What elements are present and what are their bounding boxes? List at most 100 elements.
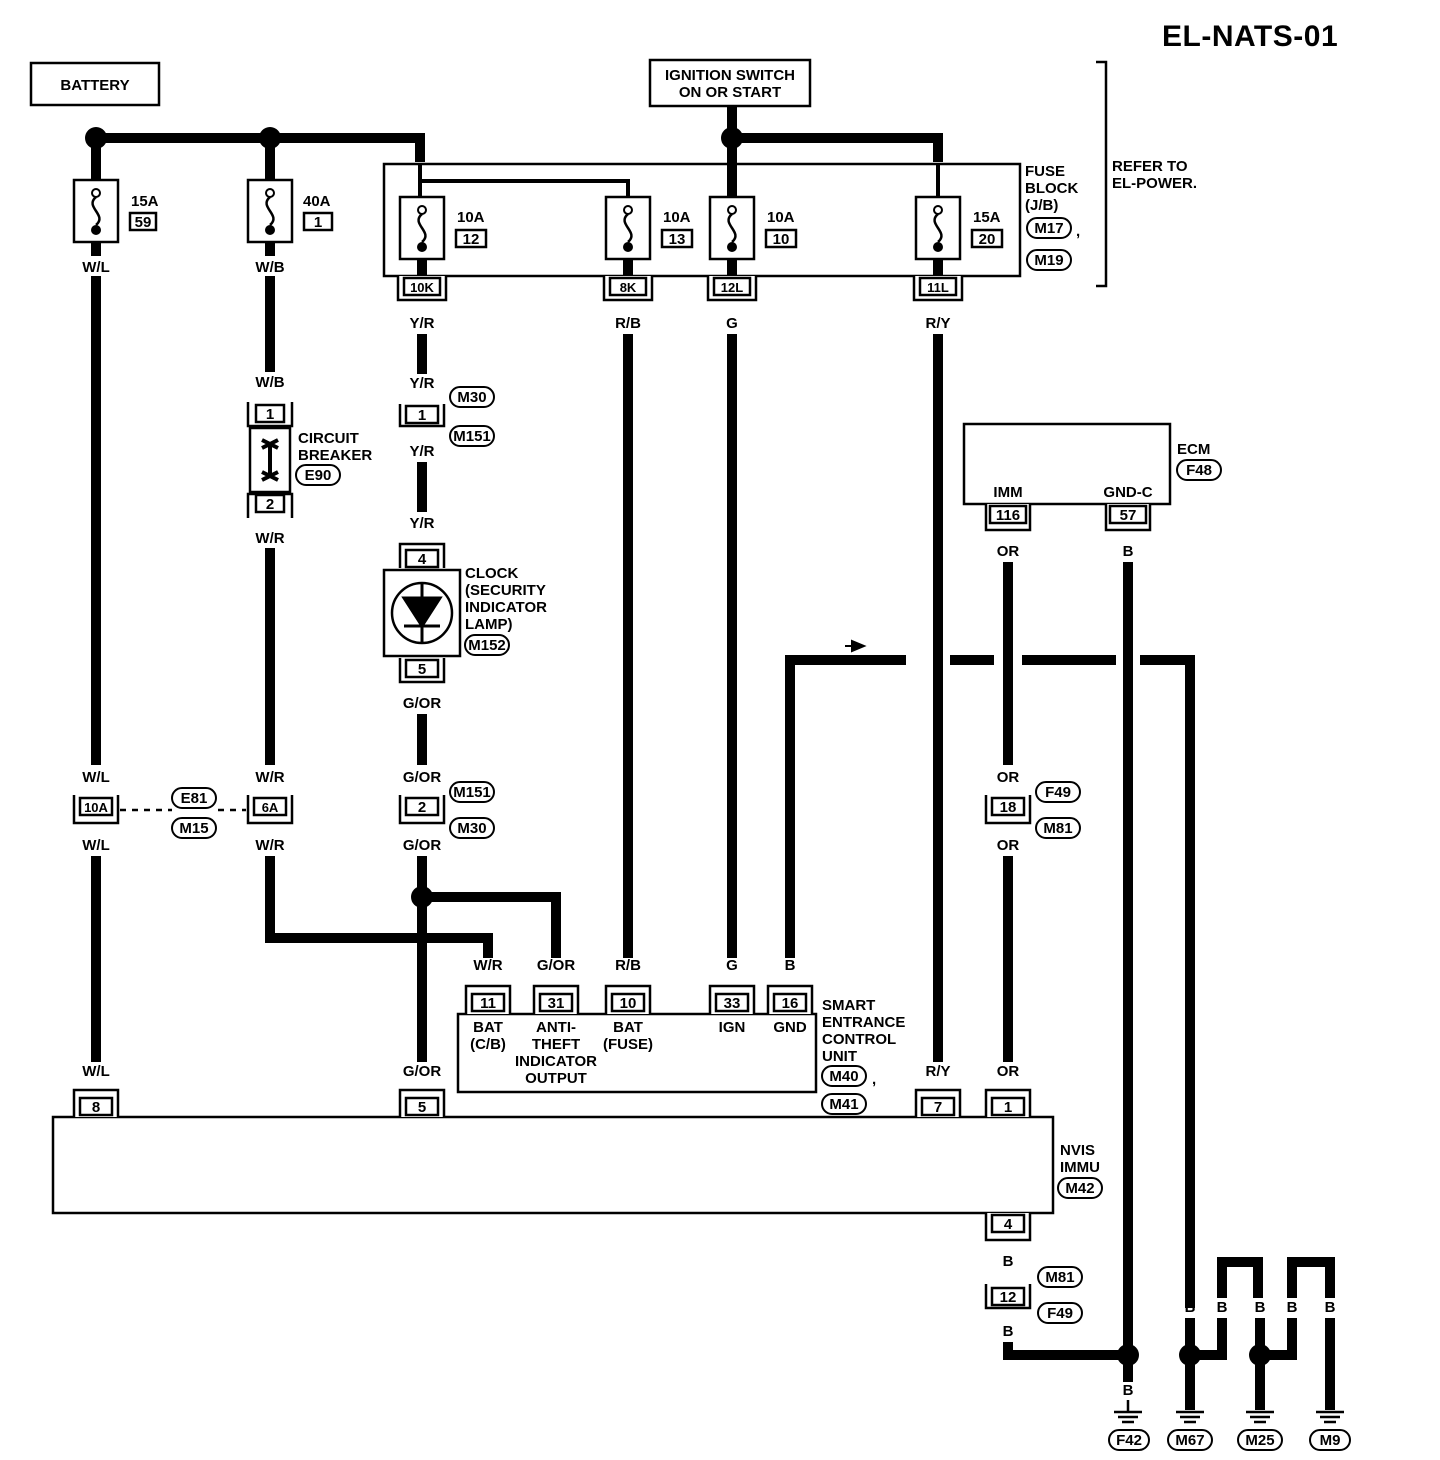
svg-text:6A: 6A xyxy=(262,800,279,815)
fuse-block-label-1: FUSE xyxy=(1025,163,1065,180)
svg-text:SMART: SMART xyxy=(822,997,875,1014)
wire-battery-bus xyxy=(96,133,425,162)
svg-text:E90: E90 xyxy=(305,467,332,484)
svg-text:4: 4 xyxy=(418,551,427,568)
clock-security-lamp: 4 5 CLOCK (SECURITY INDICATOR LAMP) M152 xyxy=(382,542,547,684)
refer-label-2: EL-POWER. xyxy=(1112,175,1197,192)
wire-b-nvis-label-2: B xyxy=(1003,1323,1014,1340)
svg-text:31: 31 xyxy=(548,995,565,1012)
wire-gor-branch xyxy=(422,892,561,958)
wire-b-m25-label-1: B xyxy=(1255,1299,1266,1316)
svg-text:NVIS: NVIS xyxy=(1060,1142,1095,1159)
refer-label-1: REFER TO xyxy=(1112,158,1188,175)
wire-rb-label-1: R/B xyxy=(615,315,641,332)
ground-symbol-m9: M9 xyxy=(1309,1410,1351,1451)
wire-or-label-1: OR xyxy=(997,543,1020,560)
fb-pin-8k: 8K xyxy=(602,276,654,302)
ground-symbol-m25: M25 xyxy=(1237,1410,1283,1451)
fuse-block-conn-m19-oval xyxy=(1026,249,1072,271)
svg-text:59: 59 xyxy=(135,214,152,231)
svg-text:M25: M25 xyxy=(1245,1432,1274,1449)
fuse-1: 40A 1 xyxy=(246,178,334,244)
svg-text:M81: M81 xyxy=(1045,1269,1074,1286)
wire-gor-label-1: G/OR xyxy=(403,695,442,712)
svg-text:M152: M152 xyxy=(468,637,506,654)
wire-wr-lower xyxy=(265,856,493,958)
fb-pin-12l: 12L xyxy=(706,276,758,302)
svg-text:M151: M151 xyxy=(453,428,491,445)
wire-b-secu-label: B xyxy=(785,957,796,974)
svg-text:10: 10 xyxy=(773,231,790,248)
svg-text:12: 12 xyxy=(463,231,480,248)
svg-text:13: 13 xyxy=(669,231,686,248)
svg-text:40A: 40A xyxy=(303,193,331,210)
svg-text:10A: 10A xyxy=(663,209,691,226)
wire-b-m67-label-2: B xyxy=(1217,1299,1228,1316)
svg-text:10K: 10K xyxy=(410,280,434,295)
wire-gor-label-3: G/OR xyxy=(403,837,442,854)
svg-text:ECM: ECM xyxy=(1177,441,1210,458)
wire-yr-label-3: Y/R xyxy=(409,443,434,460)
svg-text:F42: F42 xyxy=(1116,1432,1142,1449)
ground-symbol-f42: F42 xyxy=(1108,1400,1150,1451)
svg-text:18: 18 xyxy=(1000,799,1017,816)
svg-text:20: 20 xyxy=(979,231,996,248)
wire-wl-label-4: W/L xyxy=(82,1063,110,1080)
joint-12: 12 M81 F49 xyxy=(984,1266,1083,1324)
svg-text:M30: M30 xyxy=(457,389,486,406)
svg-text:33: 33 xyxy=(724,995,741,1012)
wire-gor-label-5: G/OR xyxy=(403,1063,442,1080)
fuse-10: 10A 10 xyxy=(708,195,798,261)
ignition-label-line1: IGNITION SWITCH xyxy=(665,67,795,84)
wire-or-label-4: OR xyxy=(997,1063,1020,1080)
svg-text:BREAKER: BREAKER xyxy=(298,447,372,464)
svg-text:CONTROL: CONTROL xyxy=(822,1031,896,1048)
conn-e81: E81 xyxy=(181,790,208,807)
svg-text:12: 12 xyxy=(1000,1289,1017,1306)
svg-text:ANTI-: ANTI- xyxy=(536,1019,576,1036)
wire-b-nvis-label-1: B xyxy=(1003,1253,1014,1270)
svg-text:(FUSE): (FUSE) xyxy=(603,1036,653,1053)
svg-text:THEFT: THEFT xyxy=(532,1036,580,1053)
svg-text:2: 2 xyxy=(266,496,274,513)
wire-wr-label-1: W/R xyxy=(255,530,284,547)
svg-text:M81: M81 xyxy=(1043,820,1072,837)
wire-ignition-bus xyxy=(732,133,943,162)
svg-text:OUTPUT: OUTPUT xyxy=(525,1070,587,1087)
wire-yr-label-4: Y/R xyxy=(409,515,434,532)
svg-text:GND: GND xyxy=(773,1019,807,1036)
svg-text:1: 1 xyxy=(266,406,274,423)
joint-10a: 10A xyxy=(72,795,120,825)
wire-b-ground-f42-label: B xyxy=(1123,1382,1134,1399)
svg-text:7: 7 xyxy=(934,1099,942,1116)
svg-text:GND-C: GND-C xyxy=(1103,484,1152,501)
svg-text:IMMU: IMMU xyxy=(1060,1159,1100,1176)
svg-text:M67: M67 xyxy=(1175,1432,1204,1449)
svg-text:UNIT: UNIT xyxy=(822,1048,857,1065)
svg-text:M30: M30 xyxy=(457,820,486,837)
wire-gor-label-2: G/OR xyxy=(403,769,442,786)
fuse-block-comma: , xyxy=(1076,223,1080,240)
ignition-label-line2: ON OR START xyxy=(679,84,781,101)
svg-text:5: 5 xyxy=(418,661,426,678)
wire-wr-label-4: W/R xyxy=(473,957,502,974)
wire-yr-label-1: Y/R xyxy=(409,315,434,332)
svg-text:M42: M42 xyxy=(1065,1180,1094,1197)
svg-text:11: 11 xyxy=(480,995,496,1012)
fuse-12: 10A 12 xyxy=(398,195,488,261)
svg-text:F48: F48 xyxy=(1186,462,1212,479)
wire-b-m9-label: B xyxy=(1325,1299,1336,1316)
wire-b-m67-jumper xyxy=(1190,1257,1263,1360)
svg-text:15A: 15A xyxy=(973,209,1001,226)
svg-text:1: 1 xyxy=(418,407,426,424)
fb-pin-11l: 11L xyxy=(912,276,964,302)
svg-text:15A: 15A xyxy=(131,193,159,210)
wire-gor-label-4: G/OR xyxy=(537,957,576,974)
joint-6a: 6A xyxy=(246,795,294,825)
svg-text:M9: M9 xyxy=(1320,1432,1341,1449)
fuse-20: 15A 20 xyxy=(914,195,1004,261)
svg-text:CIRCUIT: CIRCUIT xyxy=(298,430,359,447)
joint-connector-m30: 1 M30 M151 xyxy=(398,386,495,447)
wire-rb-label-2: R/B xyxy=(615,957,641,974)
svg-text:10A: 10A xyxy=(457,209,485,226)
